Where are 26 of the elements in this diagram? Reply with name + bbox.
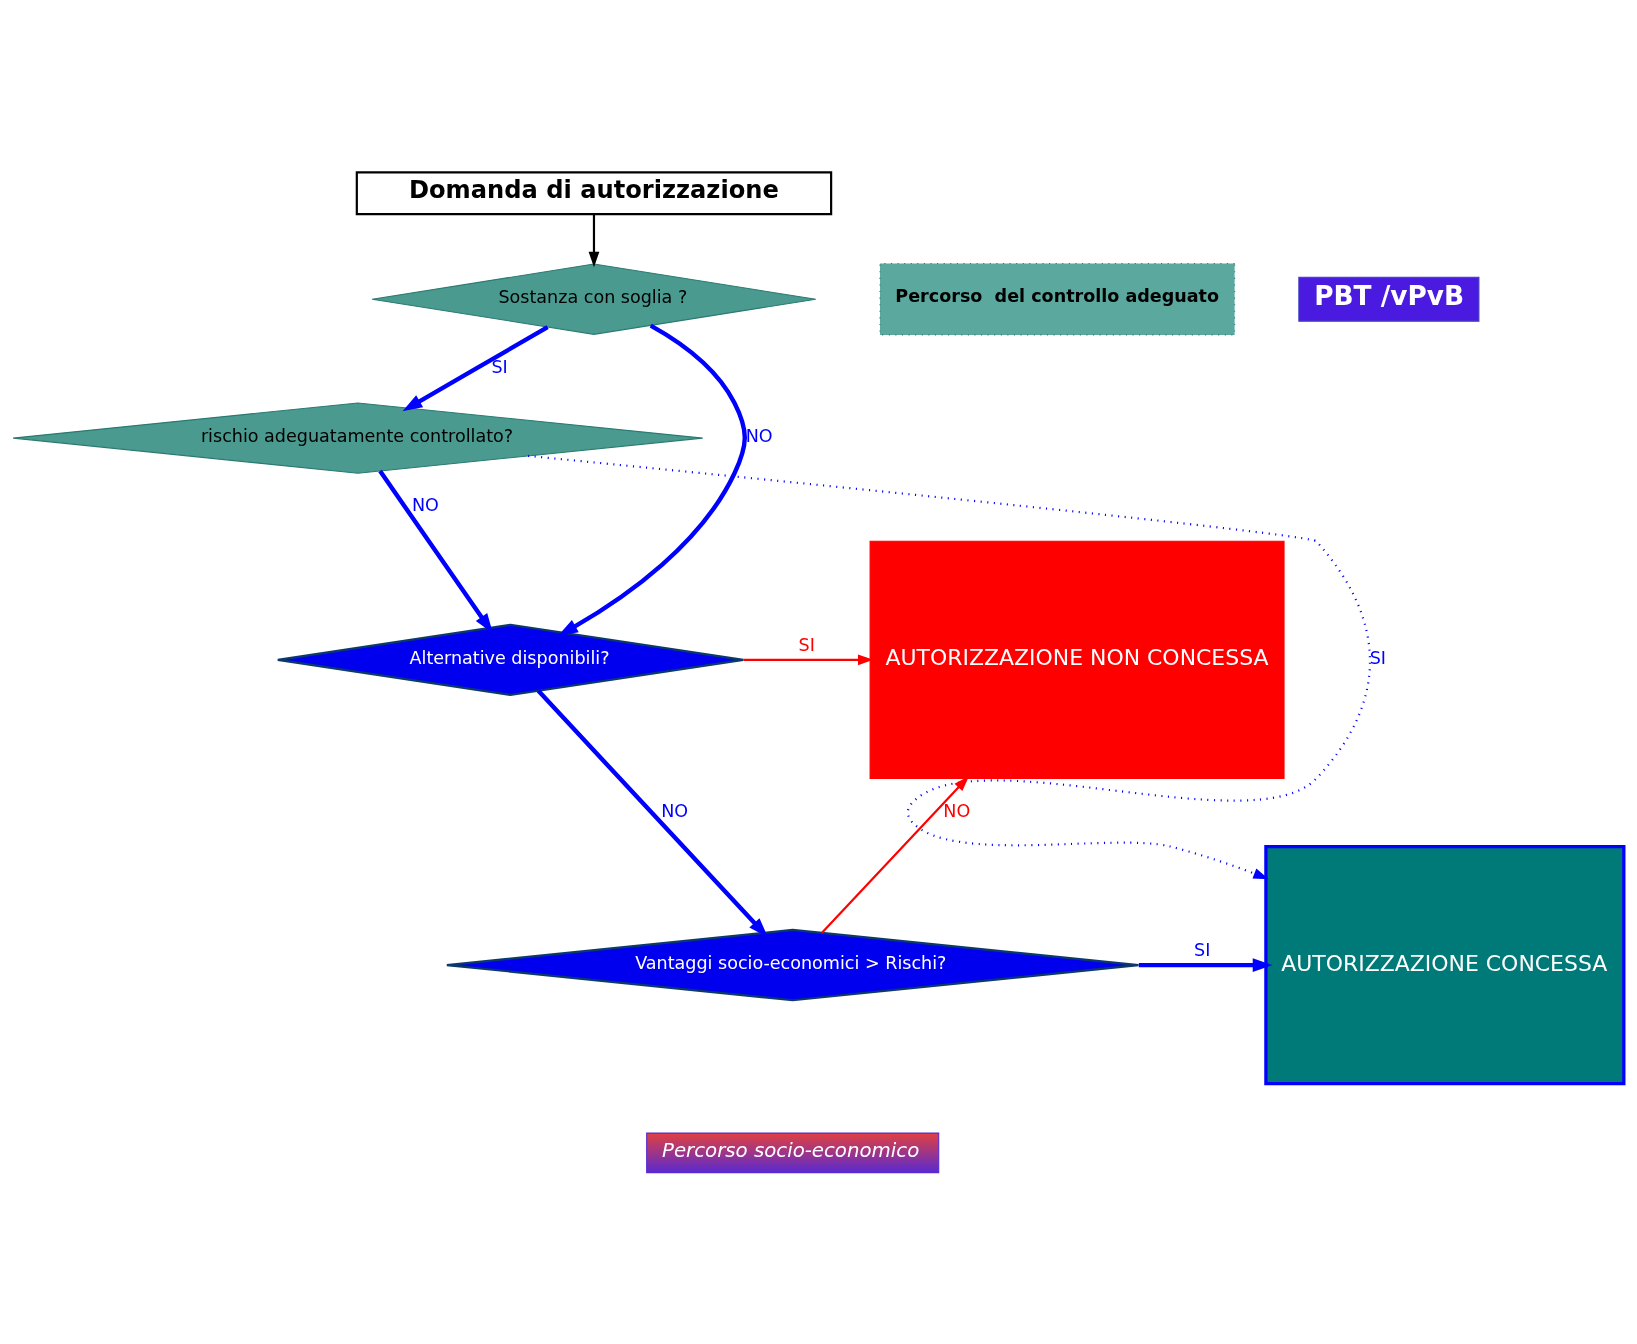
edge-label: SI [798, 634, 815, 655]
arrow [536, 688, 768, 937]
node-diamond: Alternative disponibili? [276, 623, 745, 696]
arrow [1138, 957, 1273, 972]
arrow [588, 213, 600, 267]
edge-label: NO [745, 425, 773, 446]
node-diamond: Vantaggi socio-economici > Rischi? [445, 928, 1140, 1001]
arrow [402, 324, 549, 411]
node-diamond: rischio adeguatamente controllato? [12, 401, 704, 474]
arrow [743, 653, 874, 665]
node-box: PBT /vPvB [1298, 276, 1480, 322]
node-box: AUTORIZZAZIONE CONCESSA [1264, 844, 1626, 1085]
node-diamond: Sostanza con soglia ? [371, 263, 817, 335]
node-box: Domanda di autorizzazione [355, 170, 833, 215]
edge-label: SI [1194, 939, 1211, 960]
arrow [528, 454, 1371, 879]
edge-label: NO [411, 494, 439, 515]
edge-label: NO [661, 800, 689, 821]
arrow [378, 469, 493, 633]
edge-label: SI [491, 356, 508, 377]
node-box: Percorso socio-economico [646, 1132, 940, 1173]
node-box: AUTORIZZAZIONE NON CONCESSA [869, 540, 1285, 779]
edge-label: SI [1369, 647, 1387, 668]
node-box: Percorso del controllo adeguato [879, 262, 1236, 335]
arrow [558, 323, 747, 636]
edge-label: NO [943, 800, 971, 821]
